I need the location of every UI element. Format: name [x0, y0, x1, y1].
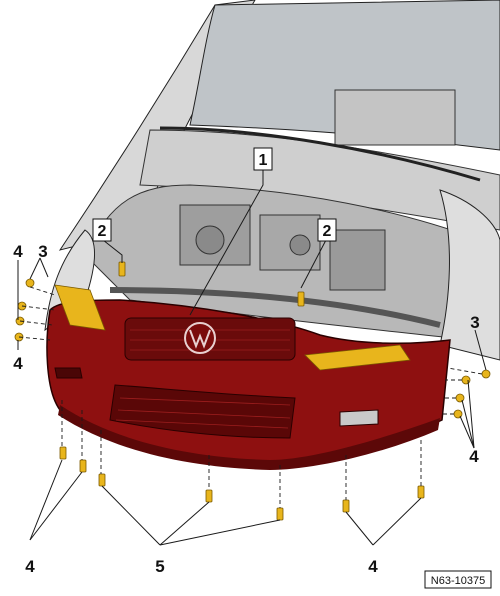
screw-bottom: [417, 485, 425, 499]
screw-top-right: [297, 291, 305, 307]
callout-5: 5: [155, 557, 164, 576]
reference-code-text: N63-10375: [431, 575, 485, 587]
wiper-cowl: [159, 126, 481, 182]
reference-code: N63-10375: [424, 570, 492, 589]
screw-right: [481, 369, 491, 379]
screw-left: [25, 278, 35, 288]
callout-3: 3: [470, 313, 479, 332]
fog-light-left: [54, 367, 83, 379]
vw-badge-mark: [189, 329, 211, 349]
callout-3: 3: [38, 242, 47, 261]
lower-grille: [109, 384, 296, 439]
callout-box-2: [317, 218, 337, 242]
callouts: 1 2 2 3 3 4 4 4 4 4 5: [13, 147, 480, 576]
callout-1: 1: [259, 152, 268, 169]
cross-member: [109, 287, 441, 328]
callout-4: 4: [25, 557, 35, 576]
reference-code-box: [424, 570, 492, 589]
engine-component: [329, 229, 386, 291]
fog-light-right: [339, 409, 379, 427]
callout-4: 4: [13, 242, 23, 261]
grille-mesh: [115, 329, 291, 429]
callout-2: 2: [98, 223, 107, 240]
bumper-lower-shadow: [58, 405, 440, 470]
callout-4: 4: [13, 354, 23, 373]
right-fender: [439, 189, 500, 361]
screw-bottom: [342, 499, 350, 513]
battery: [334, 89, 456, 146]
screw-bottom: [79, 459, 87, 473]
screw-bottom: [98, 473, 106, 487]
engine-component: [289, 234, 311, 256]
callout-box-2: [92, 218, 112, 242]
car-body: [44, 0, 500, 361]
mounting-brackets: [54, 284, 411, 371]
bumper-cover: [46, 299, 451, 470]
callout-box-1: [253, 147, 273, 171]
screw-bottom: [59, 446, 67, 460]
leader-lines: [17, 170, 487, 546]
screw-right: [461, 375, 471, 385]
callout-4: 4: [469, 447, 479, 466]
screw-bottom: [276, 507, 284, 521]
engine-component: [195, 225, 225, 255]
callout-2: 2: [323, 223, 332, 240]
screw-top-left: [118, 261, 126, 277]
screw-bottom: [205, 489, 213, 503]
callout-4: 4: [368, 557, 378, 576]
bracket-left: [54, 284, 106, 331]
bracket-right: [304, 344, 411, 371]
assembly-lines: [18, 286, 483, 508]
screw-right: [455, 393, 465, 403]
